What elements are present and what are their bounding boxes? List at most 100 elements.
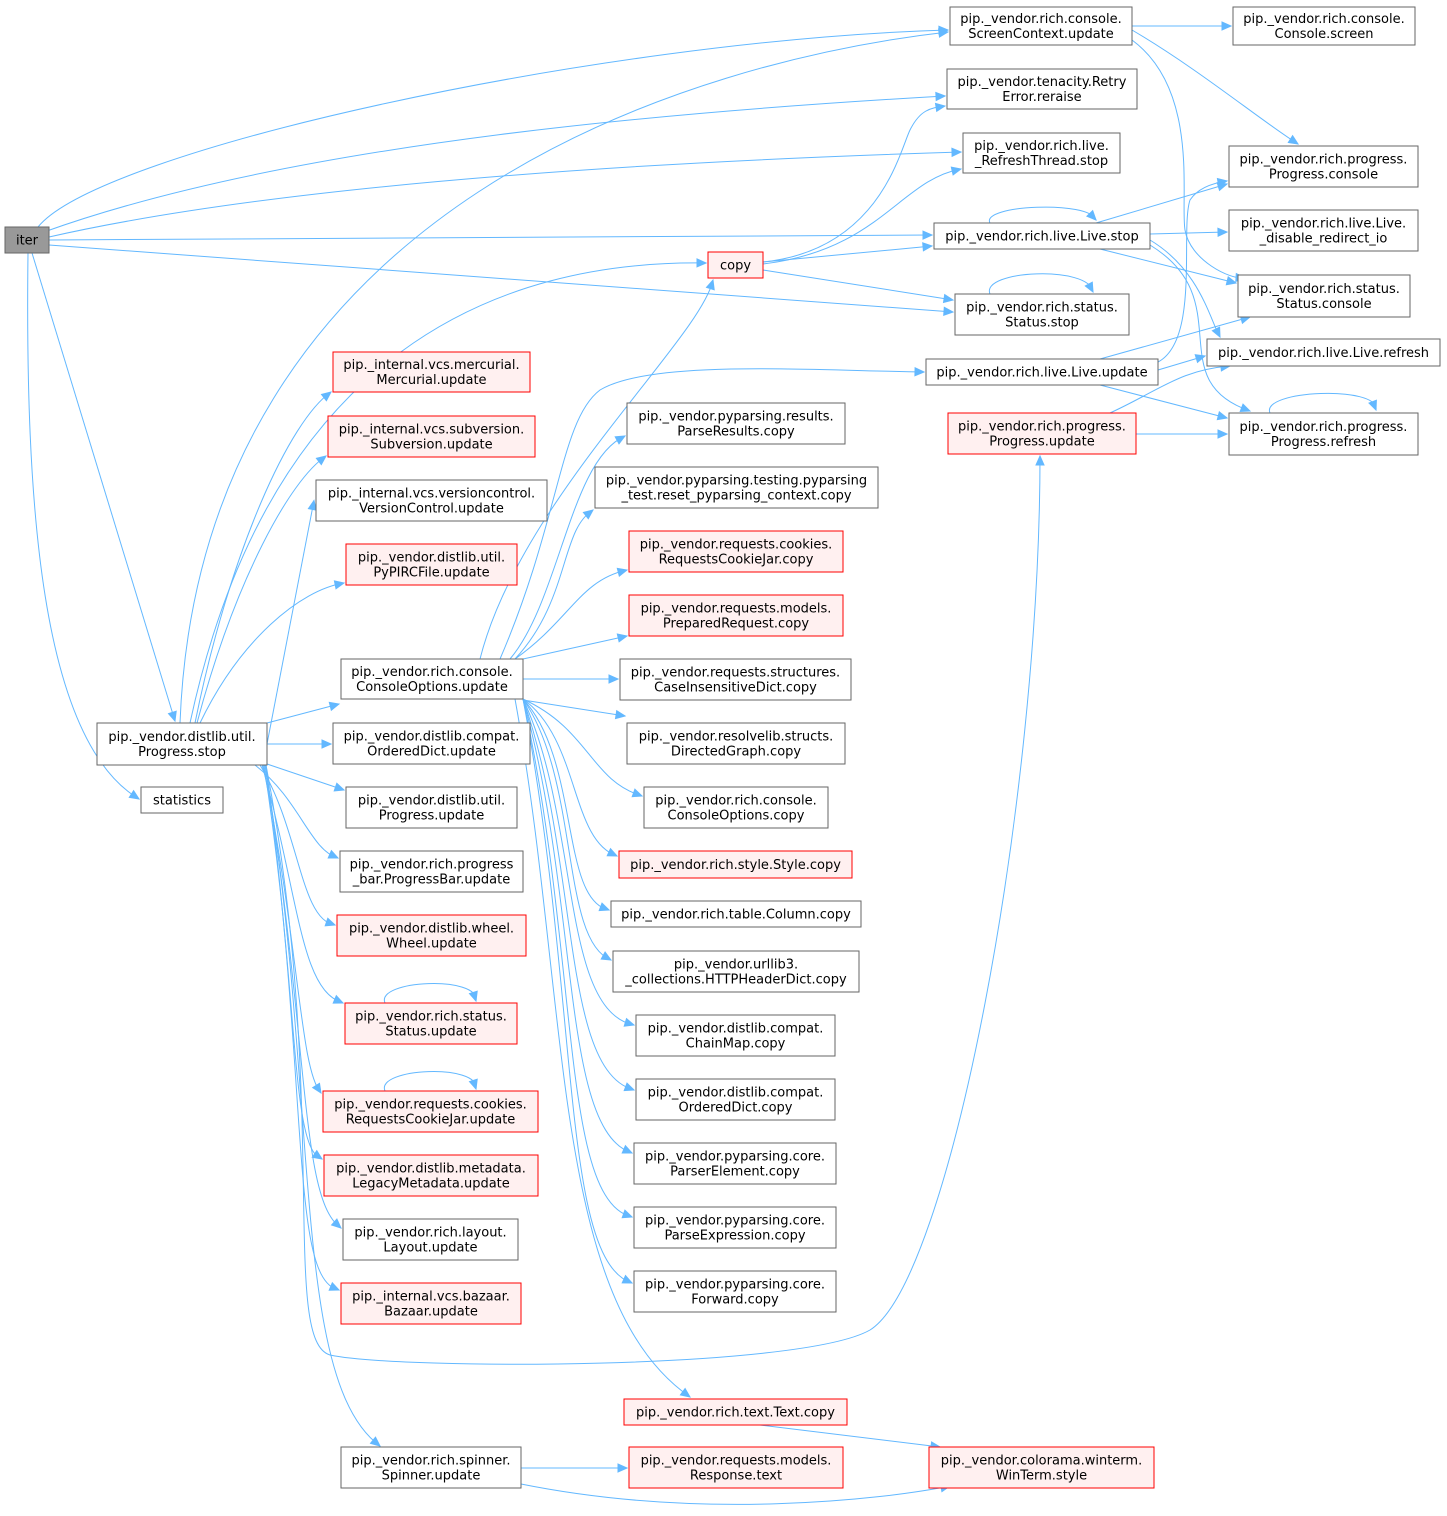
node-distlib-progress-update[interactable]: pip._vendor.distlib.util.Progress.update xyxy=(345,786,518,829)
node-progress-stop[interactable]: pip._vendor.distlib.util.Progress.stop xyxy=(96,722,268,766)
node-winterm-style[interactable]: pip._vendor.colorama.winterm.WinTerm.sty… xyxy=(928,1446,1155,1489)
edge-progress_stop-to-subversion xyxy=(196,455,327,724)
node-live-disable[interactable]: pip._vendor.rich.live.Live._disable_redi… xyxy=(1228,209,1419,252)
node-copy[interactable]: copy xyxy=(707,251,764,279)
node-bazaar-update[interactable]: pip._internal.vcs.bazaar.Bazaar.update xyxy=(340,1282,522,1325)
edge-iter-to-retry_reraise xyxy=(43,91,947,233)
node-directed-copy[interactable]: pip._vendor.resolvelib.structs.DirectedG… xyxy=(626,722,846,765)
node-label-line: Subversion.update xyxy=(370,438,492,453)
node-parser-element-copy[interactable]: pip._vendor.pyparsing.core.ParserElement… xyxy=(633,1142,837,1185)
node-label-line: pip._vendor.rich.console. xyxy=(1243,12,1404,27)
node-parse-results-copy[interactable]: pip._vendor.pyparsing.results.ParseResul… xyxy=(626,402,846,445)
node-box xyxy=(946,68,1138,110)
node-label-line: pip._vendor.rich.status. xyxy=(355,1010,507,1025)
node-box xyxy=(344,1002,518,1045)
edge-arrowhead xyxy=(606,847,619,857)
edge-line xyxy=(266,763,345,791)
node-ordered-update[interactable]: pip._vendor.distlib.compat.OrderedDict.u… xyxy=(332,722,531,765)
edge-cookiejar_update-to-cookiejar_update xyxy=(384,1071,478,1092)
node-versioncontrol[interactable]: pip._internal.vcs.versioncontrol.Version… xyxy=(315,479,548,522)
edge-live_stop-to-live_stop xyxy=(989,206,1097,224)
edge-line xyxy=(48,234,933,241)
node-box xyxy=(339,850,524,893)
edge-arrowhead xyxy=(943,306,955,317)
edge-arrowhead xyxy=(311,1149,324,1160)
edge-line xyxy=(522,698,633,1154)
node-box xyxy=(612,950,860,993)
edge-arrowhead xyxy=(1216,177,1229,188)
node-subversion[interactable]: pip._internal.vcs.subversion.Subversion.… xyxy=(327,415,536,458)
node-progress-console[interactable]: pip._vendor.rich.progress.Progress.conso… xyxy=(1228,145,1419,188)
node-console-options-update[interactable]: pip._vendor.rich.console.ConsoleOptions.… xyxy=(340,658,524,700)
node-cid-copy[interactable]: pip._vendor.requests.structures.CaseInse… xyxy=(619,658,852,701)
node-label-line: ParseExpression.copy xyxy=(664,1229,805,1244)
node-label-line: RequestsCookieJar.update xyxy=(346,1113,516,1128)
node-rich-progress-update[interactable]: pip._vendor.rich.progress.Progress.updat… xyxy=(947,412,1137,455)
node-label-line: Progress.stop xyxy=(138,745,226,760)
node-live-refresh[interactable]: pip._vendor.rich.live.Live.refresh xyxy=(1206,338,1441,367)
node-console-screen[interactable]: pip._vendor.rich.console.Console.screen xyxy=(1232,6,1416,46)
edge-line xyxy=(522,698,635,1026)
node-progressbar-update[interactable]: pip._vendor.rich.progress_bar.ProgressBa… xyxy=(339,850,524,893)
node-label-line: OrderedDict.update xyxy=(367,745,496,760)
edge-arrowhead xyxy=(631,788,644,798)
node-layout-update[interactable]: pip._vendor.rich.layout.Layout.update xyxy=(342,1218,519,1261)
node-iter[interactable]: iter xyxy=(4,226,50,254)
node-wheel-update[interactable]: pip._vendor.distlib.wheel.Wheel.update xyxy=(336,914,527,957)
node-legacy-update[interactable]: pip._vendor.distlib.metadata.LegacyMetad… xyxy=(323,1154,539,1197)
edge-line xyxy=(1099,248,1237,284)
node-box xyxy=(323,1154,539,1197)
node-status-console[interactable]: pip._vendor.rich.status.Status.console xyxy=(1237,274,1411,318)
node-pypirc[interactable]: pip._vendor.distlib.util.PyPIRCFile.upda… xyxy=(345,543,518,586)
node-rich-progress-refresh[interactable]: pip._vendor.rich.progress.Progress.refre… xyxy=(1228,412,1419,456)
node-column-copy[interactable]: pip._vendor.rich.table.Column.copy xyxy=(610,900,862,928)
edge-line xyxy=(499,368,925,660)
edge-arrowhead xyxy=(616,633,629,643)
edge-arrowhead xyxy=(608,674,620,684)
node-label-line: LegacyMetadata.update xyxy=(352,1177,510,1192)
node-forward-copy[interactable]: pip._vendor.pyparsing.core.Forward.copy xyxy=(633,1270,837,1313)
node-response-text[interactable]: pip._vendor.requests.models.Response.tex… xyxy=(628,1446,844,1489)
node-label-line: pip._vendor.rich.live.Live.refresh xyxy=(1218,346,1429,361)
node-status-update[interactable]: pip._vendor.rich.status.Status.update xyxy=(344,1002,518,1045)
node-statistics[interactable]: statistics xyxy=(140,786,224,814)
edge-arrowhead xyxy=(1217,227,1229,237)
node-label-line: VersionControl.update xyxy=(359,502,504,517)
node-prepared-copy[interactable]: pip._vendor.requests.models.PreparedRequ… xyxy=(628,594,844,637)
node-httpheader-copy[interactable]: pip._vendor.urllib3._collections.HTTPHea… xyxy=(612,950,860,993)
node-text-copy[interactable]: pip._vendor.rich.text.Text.copy xyxy=(623,1398,848,1426)
node-style-copy[interactable]: pip._vendor.rich.style.Style.copy xyxy=(618,850,853,879)
node-label-line: pip._vendor.rich.console. xyxy=(351,665,512,680)
node-box xyxy=(345,543,518,586)
node-label-line: pip._vendor.rich.live.Live. xyxy=(1241,217,1406,232)
node-cookiejar-update[interactable]: pip._vendor.requests.cookies.RequestsCoo… xyxy=(322,1090,539,1133)
node-box xyxy=(342,1218,519,1261)
edge-console_options_update-to-column_copy xyxy=(522,698,611,912)
node-live-update[interactable]: pip._vendor.rich.live.Live.update xyxy=(925,358,1159,386)
edge-arrowhead xyxy=(328,1281,341,1291)
edge-iter-to-screen_update xyxy=(37,25,950,228)
edge-line xyxy=(762,245,933,263)
edge-console_options_update-to-copy xyxy=(479,278,715,660)
node-spinner-update[interactable]: pip._vendor.rich.spinner.Spinner.update xyxy=(340,1446,522,1489)
node-refresh-thread-stop[interactable]: pip._vendor.rich.live._RefreshThread.sto… xyxy=(962,132,1121,174)
node-mercurial[interactable]: pip._internal.vcs.mercurial.Mercurial.up… xyxy=(332,351,531,393)
node-status-stop[interactable]: pip._vendor.rich.status.Status.stop xyxy=(954,293,1130,336)
node-live-stop[interactable]: pip._vendor.rich.live.Live.stop xyxy=(933,222,1151,250)
node-label-line: ParserElement.copy xyxy=(670,1165,800,1180)
edge-arrowhead xyxy=(1084,281,1094,294)
node-cookiejar-copy[interactable]: pip._vendor.requests.cookies.RequestsCoo… xyxy=(628,530,844,573)
node-chainmap-copy[interactable]: pip._vendor.distlib.compat.ChainMap.copy xyxy=(635,1014,836,1057)
node-pyparsing-testing-copy[interactable]: pip._vendor.pyparsing.testing.pyparsing_… xyxy=(594,466,879,509)
node-box xyxy=(610,900,862,928)
edge-console_options_update-to-text_copy xyxy=(514,698,691,1398)
node-parse-expression-copy[interactable]: pip._vendor.pyparsing.core.ParseExpressi… xyxy=(633,1206,837,1249)
edge-line xyxy=(522,698,610,911)
node-console-options-copy[interactable]: pip._vendor.rich.console.ConsoleOptions.… xyxy=(643,786,829,829)
node-label-line: pip._vendor.pyparsing.core. xyxy=(645,1150,825,1165)
node-screen-update[interactable]: pip._vendor.rich.console.ScreenContext.u… xyxy=(949,6,1133,46)
edge-status_update-to-status_update xyxy=(384,983,478,1004)
node-ordered-copy[interactable]: pip._vendor.distlib.compat.OrderedDict.c… xyxy=(635,1078,836,1121)
